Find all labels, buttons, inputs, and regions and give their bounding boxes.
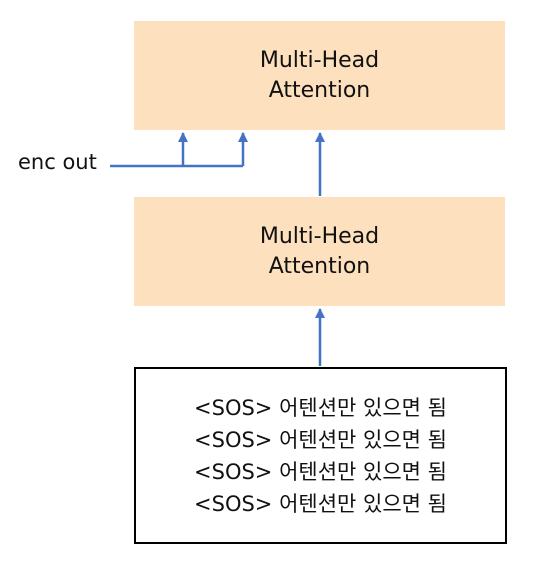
multi-head-attention-top: Multi-Head Attention [134,21,505,130]
block-title-line1: Multi-Head [259,47,380,73]
multi-head-attention-bottom: Multi-Head Attention [134,197,505,306]
encoder-output-label: enc out [18,150,97,174]
decoder-input-box: <SOS> 어텐션만 있으면 됨 <SOS> 어텐션만 있으면 됨 <SOS> … [134,367,507,544]
block-title-line2: Attention [268,253,371,279]
block-title-line2: Attention [268,77,371,103]
input-line: <SOS> 어텐션만 있으면 됨 [194,395,447,420]
input-line: <SOS> 어텐션만 있으면 됨 [194,491,447,516]
block-title-line1: Multi-Head [259,223,380,249]
input-line: <SOS> 어텐션만 있으면 됨 [194,427,447,452]
input-line: <SOS> 어텐션만 있으면 됨 [194,459,447,484]
